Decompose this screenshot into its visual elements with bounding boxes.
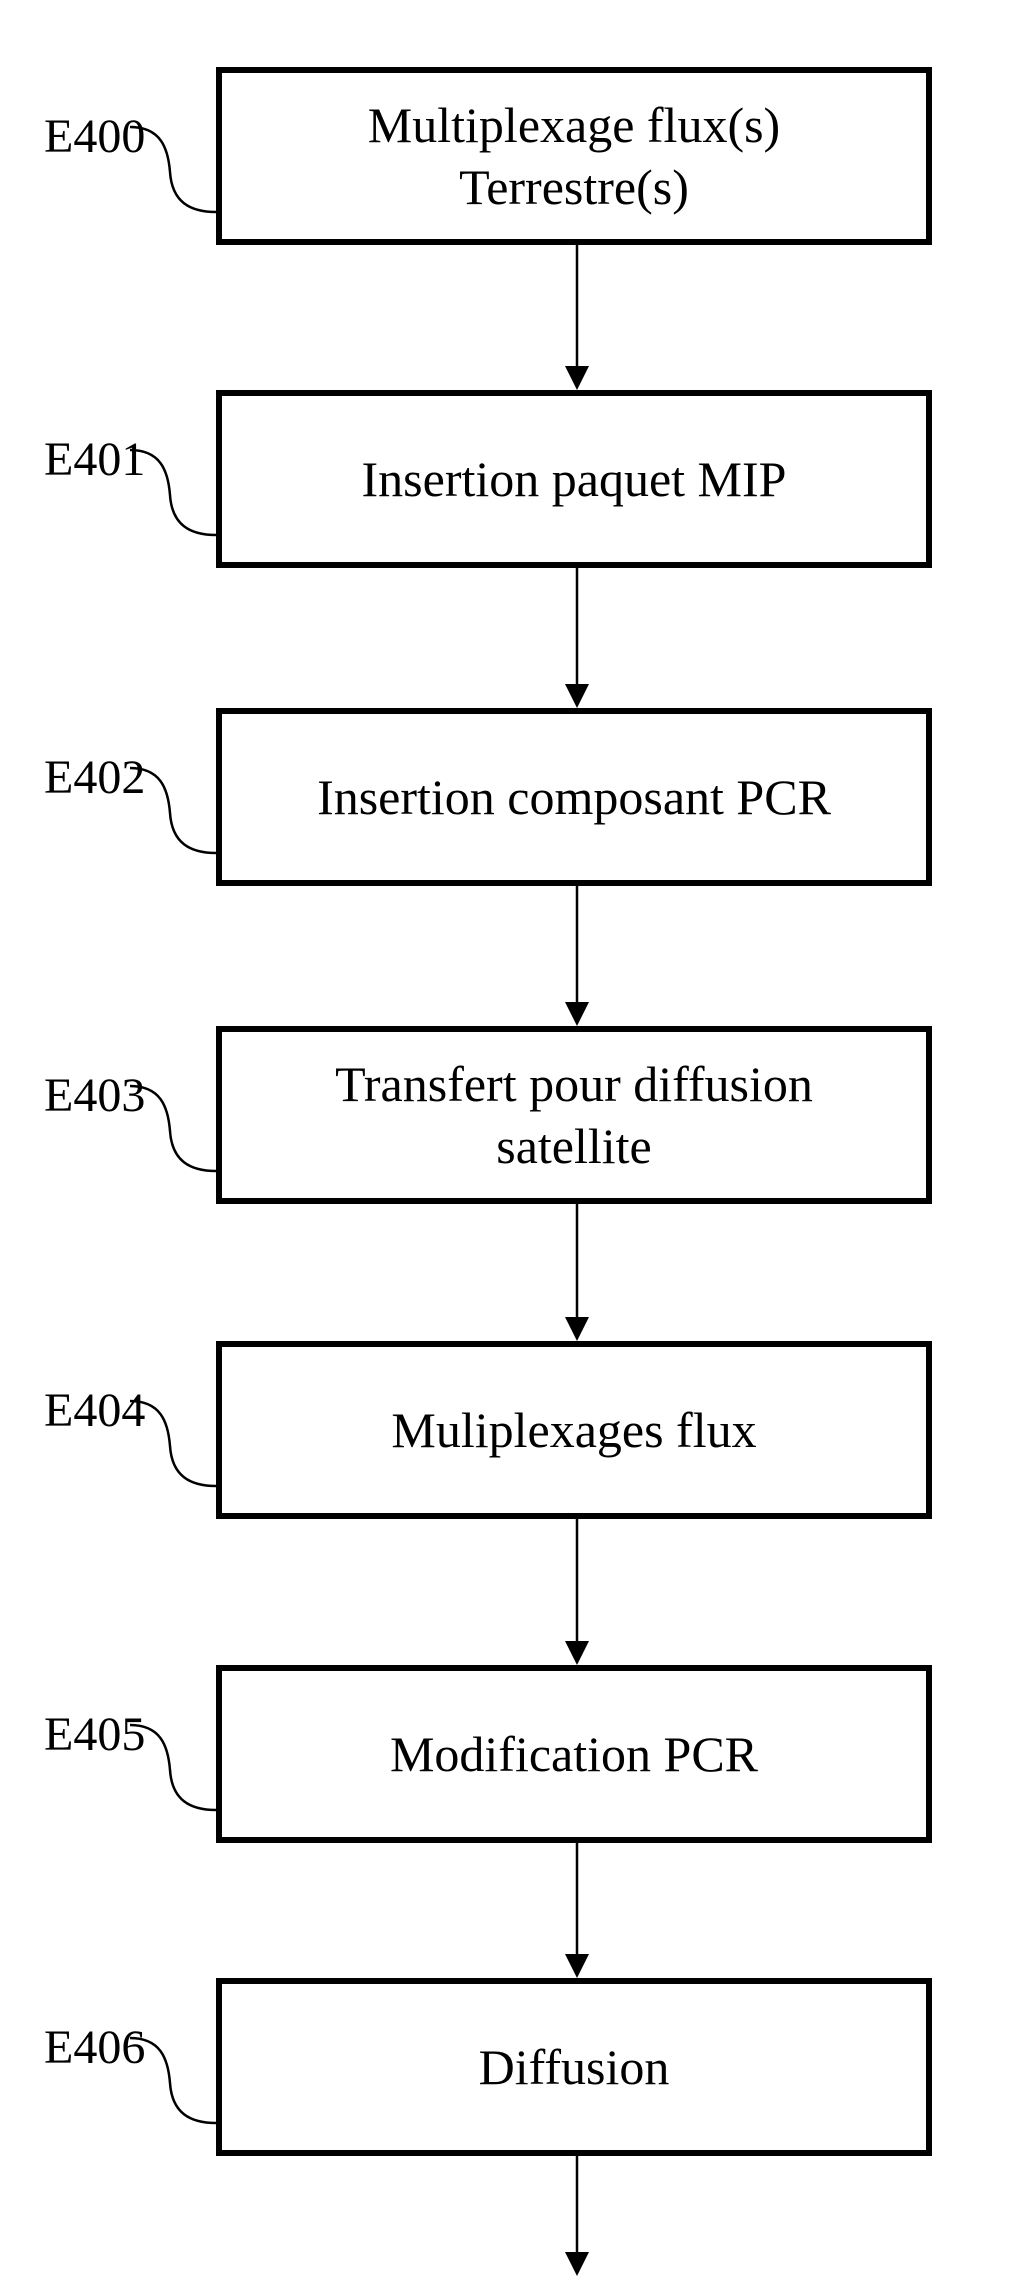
step-label: E405 [44,1708,146,1761]
step-text: Diffusion [478,2039,670,2095]
step-text: Modification PCR [389,1726,759,1782]
leader-line [129,125,217,214]
step-label: E401 [44,433,146,486]
arrow-head-icon [565,1317,589,1341]
step-box-e405: Modification PCR [216,1665,932,1843]
step-label: E404 [44,1384,146,1437]
leader-line [129,2036,217,2125]
step-text: Muliplexages flux [391,1402,757,1458]
leader-line [129,448,217,537]
arrow-head-icon [565,1002,589,1026]
step-box-e404: Muliplexages flux [216,1341,932,1519]
leader-line [129,1084,217,1173]
step-text: Transfert pour diffusion satellite [335,1056,813,1174]
step-box-e403: Transfert pour diffusion satellite [216,1026,932,1204]
step-box-e400: Multiplexage flux(s) Terrestre(s) [216,67,932,245]
step-box-e401: Insertion paquet MIP [216,390,932,568]
arrow-head-icon [565,684,589,708]
leader-line [129,766,217,855]
leader-line [129,1723,217,1812]
step-label: E406 [44,2021,146,2074]
arrow-head-icon [565,1641,589,1665]
step-box-e406: Diffusion [216,1978,932,2156]
step-text: Multiplexage flux(s) Terrestre(s) [367,97,781,215]
step-text: Insertion paquet MIP [361,451,787,507]
step-label: E402 [44,751,146,804]
step-text: Insertion composant PCR [317,769,831,825]
arrow-head-icon [565,2252,589,2276]
step-box-e402: Insertion composant PCR [216,708,932,886]
step-label: E403 [44,1069,146,1122]
arrow-head-icon [565,366,589,390]
leader-line [129,1399,217,1488]
arrow-head-icon [565,1954,589,1978]
step-label: E400 [44,110,146,163]
